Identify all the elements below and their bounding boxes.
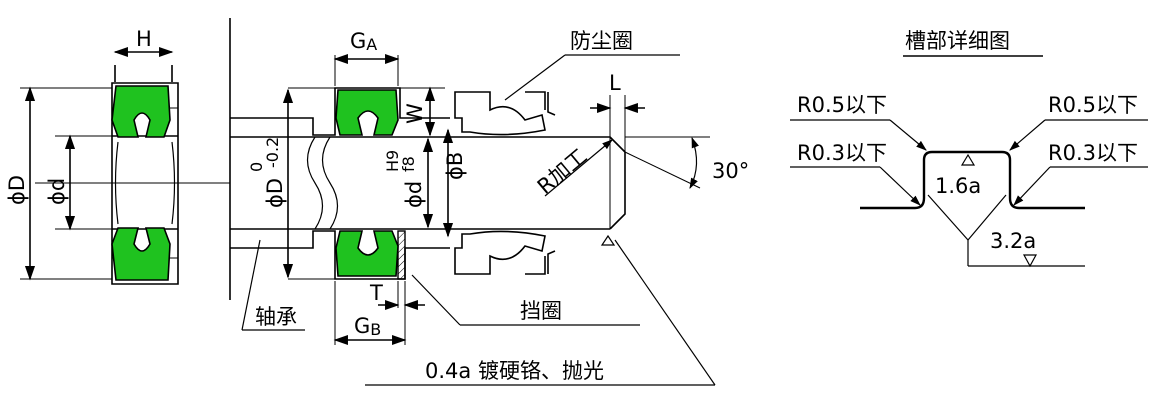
groove-detail-title: 槽部详细图 [905,29,1010,53]
label-roughness-16: 1.6a [935,174,981,198]
label-r05-left: R0.5以下 [797,93,887,117]
assembly-view [229,18,716,386]
label-phid: ϕd [45,178,69,205]
label-T: T [369,281,383,305]
seal-top-profile [111,85,171,138]
label-W: W [403,103,427,124]
label-angle: 30° [712,159,749,183]
label-phid-fit: ϕd [402,181,426,208]
retaining-ring [397,230,406,280]
installed-seal-green [335,89,399,277]
fit-upper: H9 [383,150,402,172]
label-bearing: 轴承 [255,305,297,329]
label-roughness-32: 3.2a [990,229,1036,253]
seal-bottom-profile [111,227,171,281]
label-phiD-shaft: ϕD [263,178,287,208]
groove-detail-view [860,150,1085,210]
label-phiD: ϕD [5,175,29,205]
label-r05-right: R0.5以下 [1048,93,1138,117]
label-r03-left: R0.3以下 [797,141,887,165]
label-r-machining: R加工 [533,144,592,199]
seal-profile-green [111,85,171,281]
label-GA: GA [350,29,377,54]
label-phiB: ϕB [443,152,467,180]
label-L: L [609,71,621,95]
label-retaining-ring: 挡圈 [520,299,562,323]
label-chrome-note: 0.4a 镀硬铬、抛光 [425,359,604,383]
label-r03-right: R0.3以下 [1048,141,1138,165]
label-GB: GB [354,314,381,339]
label-dust-seal: 防尘圈 [570,29,633,53]
groove-detail-annotations [790,119,1148,268]
tolerance-lower: -0.2 [263,137,282,168]
tolerance-upper: 0 [247,162,266,172]
label-H: H [136,27,152,51]
fit-lower: f8 [399,156,418,172]
